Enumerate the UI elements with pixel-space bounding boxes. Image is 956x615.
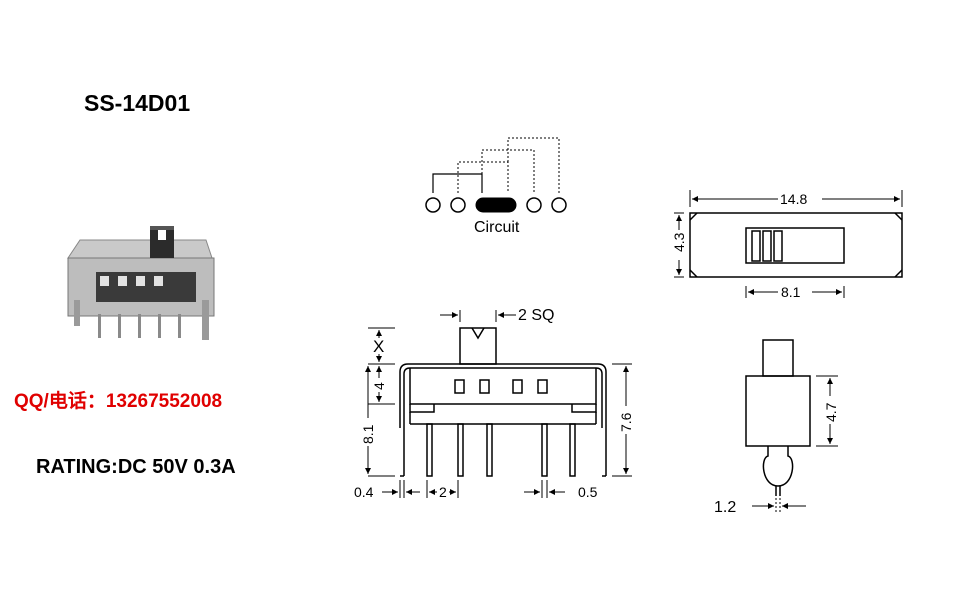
- dim-overall-height: 8.1: [360, 424, 376, 444]
- dim-body-height: 7.6: [618, 412, 634, 432]
- contact-phone-text: QQ/电话：13267552008: [14, 391, 223, 412]
- dim-actuator-sq: 2 SQ: [518, 307, 554, 324]
- dim-pin-thick: 0.4: [354, 484, 374, 500]
- side-view: [745, 339, 838, 514]
- part-number-title: SS-14D01: [84, 90, 191, 116]
- dim-top-height: 4.3: [671, 232, 687, 252]
- dim-body-to-act: 4: [371, 382, 387, 390]
- dim-actuator-travel: X: [373, 337, 384, 356]
- front-view: [365, 310, 632, 498]
- dim-side-height: 4.7: [823, 402, 839, 422]
- top-view: [674, 190, 903, 298]
- dim-top-length: 14.8: [780, 191, 807, 207]
- dim-pitch: 2: [439, 484, 447, 500]
- circuit-diagram: [425, 137, 567, 213]
- dim-slot-width: 8.1: [781, 284, 801, 300]
- rating-text: RATING:DC 50V 0.3A: [36, 456, 236, 478]
- circuit-label: Circuit: [474, 219, 520, 236]
- switch-photo: [67, 226, 215, 340]
- dim-side-pin: 1.2: [714, 499, 736, 516]
- dim-pin-width: 0.5: [578, 484, 598, 500]
